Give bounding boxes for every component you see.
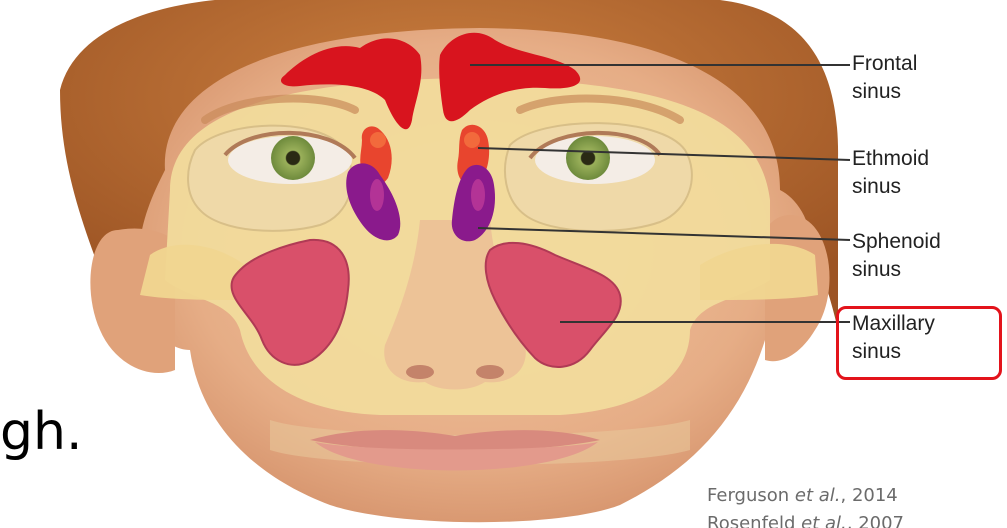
frontal-label-line1: Frontal: [852, 50, 917, 78]
right-iris: [566, 136, 610, 180]
citation-1-author: Ferguson: [707, 485, 795, 506]
citation-line-1: Ferguson et al., 2014: [707, 482, 904, 510]
citation-2-year: , 2007: [847, 513, 904, 528]
citation-2-author: Rosenfeld: [707, 513, 801, 528]
right-nostril: [476, 365, 504, 379]
sphenoid-inner-left: [370, 179, 384, 211]
sphenoid-sinus-label: Sphenoid sinus: [852, 228, 941, 284]
frontal-label-line2: sinus: [852, 78, 917, 106]
ethmoid-cell-right: [464, 132, 480, 148]
ethmoid-label-line2: sinus: [852, 173, 929, 201]
left-nostril: [406, 365, 434, 379]
citation-2-etal: et al.: [801, 513, 847, 528]
sphenoid-label-line2: sinus: [852, 256, 941, 284]
ethmoid-label-line1: Ethmoid: [852, 145, 929, 173]
citation-1-etal: et al.: [795, 485, 841, 506]
slide-text-fragment: gh.: [0, 402, 83, 462]
sphenoid-label-line1: Sphenoid: [852, 228, 941, 256]
sphenoid-inner-right: [471, 179, 485, 211]
frontal-sinus-label: Frontal sinus: [852, 50, 917, 106]
maxillary-highlight-box: [836, 306, 1002, 380]
left-iris: [271, 136, 315, 180]
ethmoid-sinus-label: Ethmoid sinus: [852, 145, 929, 201]
ethmoid-cell-left: [370, 132, 386, 148]
citation-1-year: , 2014: [841, 485, 898, 506]
citation-line-2: Rosenfeld et al., 2007: [707, 510, 904, 528]
citation: Ferguson et al., 2014 Rosenfeld et al., …: [707, 482, 904, 528]
